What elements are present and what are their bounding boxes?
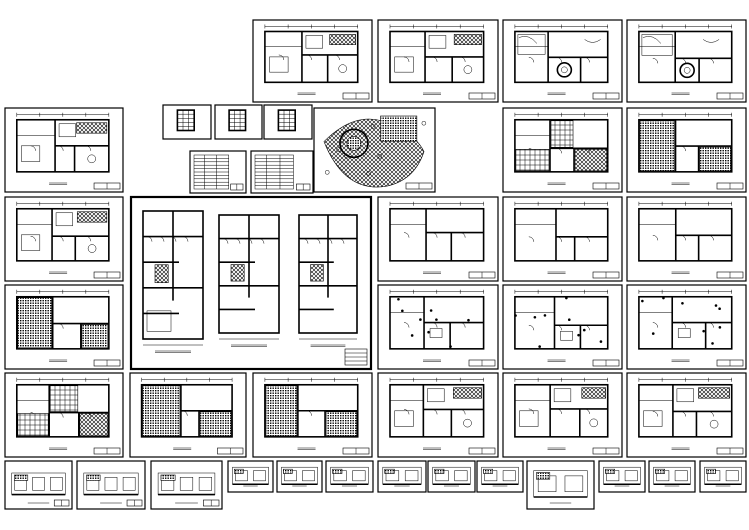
drawing-plan-electrical-d22 [626,284,747,370]
drawing-detail-small-d08 [263,104,313,140]
drawing-elevation-small-e13 [699,460,747,493]
drawing-frame [476,460,524,493]
drawing-plan-furnished-d27 [502,372,623,458]
drawing-frame [598,460,646,493]
drawing-frame [252,19,373,103]
drawing-plan-furnished-d01 [252,19,373,103]
drawing-schedule-table-d13 [250,150,314,194]
drawing-plan-electrical-d20 [377,284,499,370]
drawing-frame [626,284,747,370]
drawing-elevation-small-e06 [325,460,374,493]
drawing-frame [502,284,623,370]
drawing-elevation-small-e09 [476,460,524,493]
drawing-elevation-small-e07 [377,460,427,493]
drawing-plan-hatched-d24 [129,372,247,458]
drawing-plan-hatched-d11 [626,107,747,193]
drawing-plan-tiled-d23 [4,372,124,458]
drawing-plan-outline-d18 [626,196,747,282]
drawing-frame [129,195,373,371]
drawing-elevation-small-e08 [427,460,476,493]
drawing-detail-small-d07 [214,104,263,140]
drawing-elevation-small-e05 [276,460,323,493]
drawing-frame [626,19,747,103]
drawing-frame [626,372,747,458]
drawing-plan-hatched-d19 [4,284,124,370]
drawing-elevation-small-e10 [526,460,595,510]
drawing-plan-furnished-d26 [377,372,499,458]
drawing-frame [648,460,696,493]
drawing-frame [4,196,124,282]
drawing-frame [4,107,124,193]
drawing-schedule-table-d12 [189,150,247,194]
drawing-plan-furnished-d14 [4,196,124,282]
drawing-frame [502,19,623,103]
drawing-frame [377,19,499,103]
drawing-frame [502,196,623,282]
drawing-elevation-small-e11 [598,460,646,493]
drawing-plan-electrical-d21 [502,284,623,370]
drawing-frame [502,372,623,458]
drawing-frame [699,460,747,493]
drawing-plan-outline-d17 [502,196,623,282]
drawing-frame [377,284,499,370]
drawing-plan-hatched-d25 [252,372,373,458]
drawing-frame [325,460,374,493]
drawing-frame [427,460,476,493]
drawing-frame [377,460,427,493]
drawing-plan-ceiling-d03 [502,19,623,103]
drawing-frame [526,460,595,510]
drawing-frame [377,372,499,458]
drawing-site-plan-d09 [313,107,436,193]
drawing-plan-ceiling-d04 [626,19,747,103]
drawing-elevation-e02 [76,460,146,510]
drawing-plan-furnished-d05 [4,107,124,193]
drawing-elevation-e01 [4,460,73,510]
drawing-plan-furnished-d28 [626,372,747,458]
drawing-elevation-small-e04 [227,460,274,493]
drawing-plan-outline-d16 [377,196,499,282]
drawing-frame [227,460,274,493]
drawing-elevation-small-e12 [648,460,696,493]
drawing-frame [377,196,499,282]
drawing-frame [276,460,323,493]
drawing-plan-furnished-d02 [377,19,499,103]
drawing-detail-small-d06 [162,104,212,140]
drawing-frame [626,196,747,282]
drawing-plan-tiled-d10 [502,107,623,193]
drawing-floor-plans-set-d15 [129,195,373,371]
drawing-elevation-e03 [150,460,223,510]
